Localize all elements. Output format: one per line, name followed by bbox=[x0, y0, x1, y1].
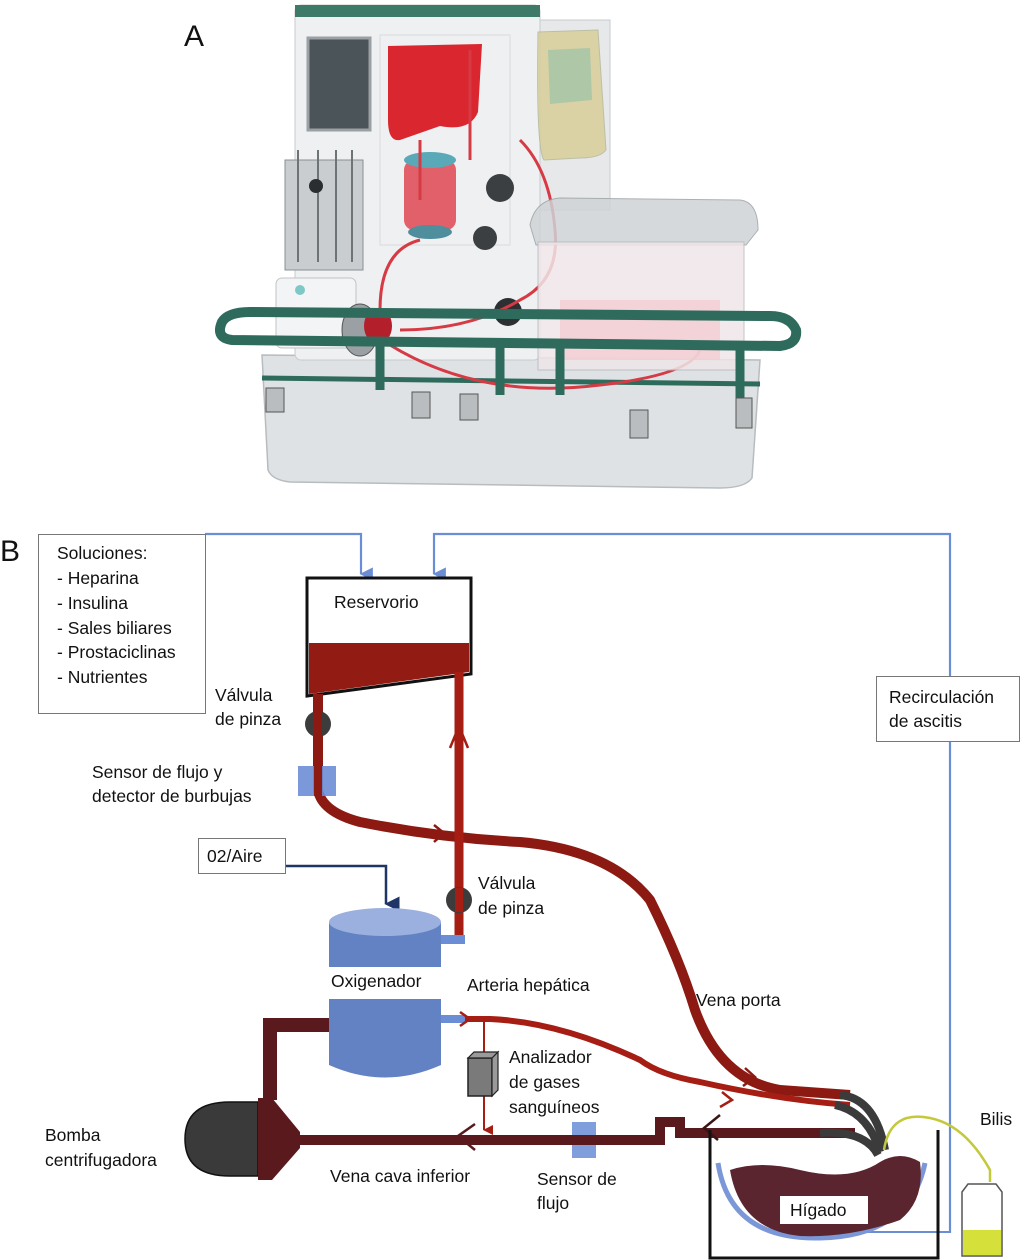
solution-item: - Insulina bbox=[57, 593, 129, 613]
device-base-case bbox=[261, 354, 761, 489]
solutions-feed-line bbox=[205, 532, 373, 581]
oxygenator-body bbox=[329, 922, 441, 1078]
portal-vein-line bbox=[313, 694, 851, 1100]
flow-bubble-sensor-label-line2: detector de burbujas bbox=[92, 786, 252, 806]
heater-knob bbox=[295, 285, 305, 295]
ascites-recirculation-line bbox=[432, 532, 952, 1233]
ascites-label-line2: de ascitis bbox=[889, 711, 962, 731]
portal-vein-label: Vena porta bbox=[696, 990, 781, 1010]
syringe-knob bbox=[309, 179, 323, 193]
artery-flow-arrow-2 bbox=[719, 1091, 735, 1109]
carry-rail bbox=[215, 306, 802, 352]
solution-item: - Nutrientes bbox=[57, 667, 148, 687]
device-screen bbox=[306, 36, 372, 132]
pump-label-line1: Bomba bbox=[45, 1125, 101, 1145]
mid-valve-label-line2: de pinza bbox=[478, 898, 545, 918]
organ-chamber bbox=[708, 1130, 940, 1260]
reservoir-label: Reservorio bbox=[334, 592, 419, 612]
oxygenator-bottom bbox=[408, 225, 452, 239]
top-valve-label-line1: Válvula bbox=[215, 685, 273, 705]
ivc-flow-arrow-1 bbox=[455, 1122, 476, 1151]
bile-line bbox=[882, 1115, 992, 1182]
flow-bubble-sensor-label-line1: Sensor de flujo y bbox=[92, 762, 223, 782]
oxygenator-outlet-bottom bbox=[441, 1015, 465, 1023]
tower-top-trim bbox=[295, 5, 540, 17]
oxygenator-outlet-top bbox=[441, 935, 465, 944]
case-latches bbox=[265, 387, 753, 439]
ascites-label-line1: Recirculación bbox=[889, 687, 995, 707]
oxygenator-label: Oxigenador bbox=[331, 971, 422, 991]
ivc-label: Vena cava inferior bbox=[330, 1166, 471, 1186]
o2-air-label: 02/Aire bbox=[207, 846, 263, 866]
ivc-flow-sensor-label-line2: flujo bbox=[537, 1193, 570, 1213]
gas-analyzer-label-line1: Analizador bbox=[509, 1047, 592, 1067]
panel-b-label: B bbox=[0, 535, 21, 568]
ivc-flow-arrow-2 bbox=[702, 1114, 721, 1141]
blood-reservoir-bag bbox=[388, 44, 482, 141]
portal-flow-arrow-1 bbox=[433, 824, 446, 843]
solutions-title: Soluciones: bbox=[57, 543, 148, 563]
portal-flow-arrow-2 bbox=[742, 1067, 757, 1087]
hepatic-artery-label: Arteria hepática bbox=[467, 975, 590, 995]
ivc-flow-sensor-label-line1: Sensor de bbox=[537, 1169, 617, 1189]
centrifugal-pump bbox=[184, 1101, 259, 1177]
pump-head-2 bbox=[473, 226, 497, 250]
gas-analyzer-label-line3: sanguíneos bbox=[509, 1097, 600, 1117]
mid-valve-label-line1: Válvula bbox=[478, 873, 536, 893]
pump-label-line2: centrifugadora bbox=[45, 1150, 157, 1170]
perfusion-device-photo bbox=[215, 4, 802, 489]
oxygenator-cap bbox=[404, 152, 456, 168]
o2-air-box: 02/Aire bbox=[198, 838, 286, 874]
ascites-recirculation-box: Recirculación de ascitis bbox=[876, 676, 1020, 742]
organ-chamber-lid bbox=[529, 197, 759, 246]
solution-item: - Prostaciclinas bbox=[57, 642, 176, 662]
panel-a-label: A bbox=[184, 20, 205, 53]
solutions-box: Soluciones: - Heparina - Insulina - Sale… bbox=[38, 534, 206, 714]
bile-label: Bilis bbox=[980, 1109, 1013, 1129]
bag-holder bbox=[379, 34, 511, 246]
pump-manifold bbox=[258, 1098, 300, 1180]
liver-label: Hígado bbox=[790, 1200, 847, 1220]
liver-label-box bbox=[780, 1196, 868, 1224]
hepatic-artery-line bbox=[465, 1016, 851, 1108]
gas-analyzer-label-line2: de gases bbox=[509, 1072, 581, 1092]
base-green-stripe bbox=[261, 375, 761, 387]
solution-item: - Sales biliares bbox=[57, 618, 172, 638]
bile-fluid bbox=[963, 1230, 1001, 1255]
oxygenator-top bbox=[329, 908, 441, 936]
top-valve-label-line2: de pinza bbox=[215, 709, 282, 729]
rail-supports bbox=[375, 342, 745, 400]
bile-bag-label bbox=[548, 48, 592, 104]
reservoir-blood bbox=[309, 643, 469, 694]
return-flow-arrow bbox=[448, 722, 470, 749]
gas-analyzer-3d bbox=[466, 1050, 500, 1098]
oxygenator-cylinder bbox=[404, 160, 456, 230]
pump-to-oxygenator-line bbox=[263, 1018, 329, 1100]
syringes bbox=[297, 150, 353, 262]
solution-item: - Heparina bbox=[57, 568, 139, 588]
artery-flow-arrow-1 bbox=[459, 1010, 473, 1028]
gas-analyzer bbox=[467, 1057, 493, 1097]
oxygenator-label-band bbox=[329, 967, 441, 999]
pump-head-1 bbox=[486, 174, 514, 202]
liver-cannulas bbox=[819, 1091, 889, 1158]
o2-air-line bbox=[286, 864, 400, 912]
